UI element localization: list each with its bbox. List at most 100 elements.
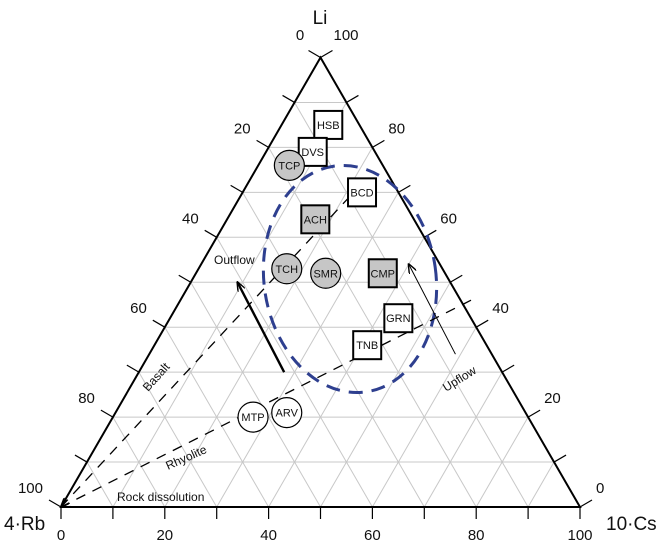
tick-label-right: 20	[544, 390, 561, 407]
label-rhyolite: Rhyolite	[164, 442, 210, 473]
axis-title-top: Li	[313, 8, 328, 29]
arrow-upflow	[409, 264, 456, 355]
tick-left	[282, 94, 295, 103]
square-marker	[367, 258, 398, 289]
tick-right	[372, 139, 385, 148]
tick-left	[256, 139, 269, 148]
point-label: ARV	[276, 408, 299, 420]
tick-right	[346, 94, 359, 103]
data-point-ach: ACH	[300, 204, 331, 235]
circle-marker	[273, 149, 305, 181]
axis-title-right: 10·Cs	[606, 514, 657, 535]
trend-line-basalt	[61, 182, 363, 507]
tick-right	[501, 364, 515, 373]
tick-label-bottom: 60	[364, 527, 381, 544]
tick-left	[100, 409, 114, 418]
tick-right	[527, 409, 541, 418]
gridline-cs	[216, 192, 399, 508]
gridline-cs	[320, 282, 451, 508]
tick-label-bottom: 0	[57, 527, 65, 544]
tick-left	[230, 184, 243, 193]
tick-label-left: 100	[18, 480, 43, 497]
tick-label-bottom: 80	[468, 527, 485, 544]
gridline-cs	[371, 326, 477, 508]
tick-left	[204, 229, 218, 238]
circle-marker	[237, 401, 269, 433]
data-point-grn: GRN	[383, 303, 414, 334]
point-label: CMP	[371, 268, 395, 280]
label-upflow: Upflow	[440, 363, 479, 394]
gridline-rb	[138, 371, 218, 508]
point-label: SMR	[313, 268, 338, 280]
square-marker	[352, 330, 383, 361]
data-point-arv: ARV	[271, 397, 303, 429]
label-rock-dissolution: Rock dissolution	[117, 490, 204, 504]
gridline-cs	[423, 371, 503, 508]
gridline-cs	[112, 102, 347, 508]
gridline-cs	[475, 416, 529, 508]
gridline-rb	[164, 326, 270, 508]
tick-right	[475, 319, 489, 328]
tick-left	[48, 499, 62, 508]
square-marker	[347, 177, 378, 208]
gridline-rb	[112, 416, 166, 508]
point-label: HSB	[317, 120, 340, 132]
apex-tick-right: 100	[333, 27, 358, 44]
tick-label-bottom: 100	[567, 527, 592, 544]
data-point-cmp: CMP	[367, 258, 398, 289]
square-marker	[313, 109, 344, 140]
square-marker	[383, 303, 414, 334]
tick-right	[398, 184, 411, 193]
tick-label-right: 60	[440, 210, 457, 227]
tick-label-left: 40	[182, 210, 199, 227]
tick-left	[178, 274, 192, 283]
data-point-tch: TCH	[271, 253, 303, 285]
point-label: TCP	[278, 160, 300, 172]
gridline-rb	[242, 192, 425, 508]
tick-label-left: 20	[234, 120, 251, 137]
point-label: GRN	[386, 313, 411, 325]
point-label: DVS	[301, 147, 324, 159]
label-basalt: Basalt	[140, 359, 173, 394]
point-label: TNB	[356, 340, 378, 352]
tick-left	[308, 49, 321, 59]
gridline-rb	[86, 461, 114, 508]
tick-label-left: 60	[130, 300, 147, 317]
point-label: MTP	[241, 412, 264, 424]
tick-right	[553, 454, 567, 463]
circle-marker	[310, 257, 342, 289]
point-label: BCD	[350, 187, 373, 199]
data-point-hsb: HSB	[313, 109, 344, 140]
circle-marker	[271, 253, 303, 285]
data-point-smr: SMR	[310, 257, 342, 289]
cluster-ellipse	[261, 163, 439, 395]
circle-marker	[271, 397, 303, 429]
tick-left	[152, 319, 166, 328]
tick-right	[449, 274, 463, 283]
tick-left	[74, 454, 88, 463]
tick-label-right: 40	[492, 300, 509, 317]
square-marker	[300, 204, 331, 235]
apex-tick-left: 0	[296, 27, 304, 44]
point-label: ACH	[304, 214, 327, 226]
tick-label-bottom: 40	[260, 527, 277, 544]
data-point-tcp: TCP	[273, 149, 305, 181]
data-point-bcd: BCD	[347, 177, 378, 208]
gridline-rb	[190, 282, 321, 508]
tick-label-right: 0	[596, 480, 604, 497]
tick-right	[320, 49, 333, 59]
tick-label-right: 80	[388, 120, 405, 137]
tick-label-bottom: 20	[156, 527, 173, 544]
tick-left	[126, 364, 140, 373]
tick-label-left: 80	[78, 390, 95, 407]
tick-right	[579, 499, 593, 508]
point-label: TCH	[275, 264, 298, 276]
data-point-mtp: MTP	[237, 401, 269, 433]
axis-title-left: 4·Rb	[4, 514, 45, 535]
trend-line-rhyolite	[61, 299, 472, 507]
gridline-cs	[527, 461, 555, 508]
arrow-outflow	[237, 282, 286, 373]
label-outflow: Outflow	[214, 253, 255, 267]
